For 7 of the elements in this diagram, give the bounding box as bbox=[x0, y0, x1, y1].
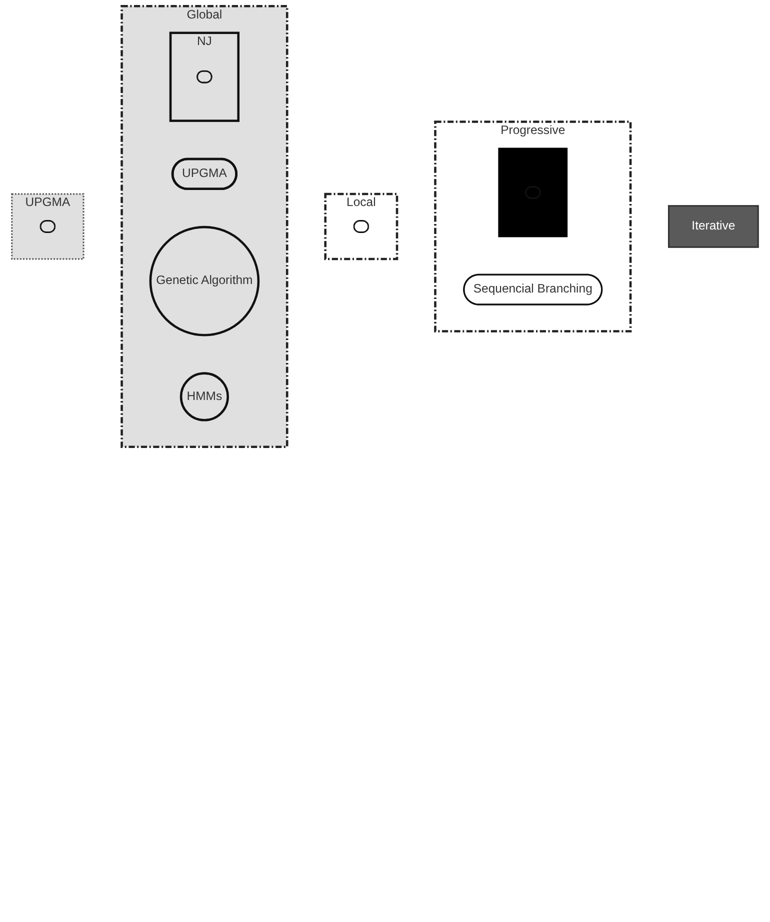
cluster: Local bbox=[324, 192, 398, 260]
cluster: NJ bbox=[169, 32, 240, 122]
cluster bbox=[498, 148, 568, 238]
node-box: Iterative bbox=[668, 205, 759, 248]
cluster: UPGMA bbox=[11, 193, 84, 260]
node-circle: Genetic Algorithm bbox=[149, 226, 260, 336]
node-circle: HMMs bbox=[180, 372, 229, 422]
